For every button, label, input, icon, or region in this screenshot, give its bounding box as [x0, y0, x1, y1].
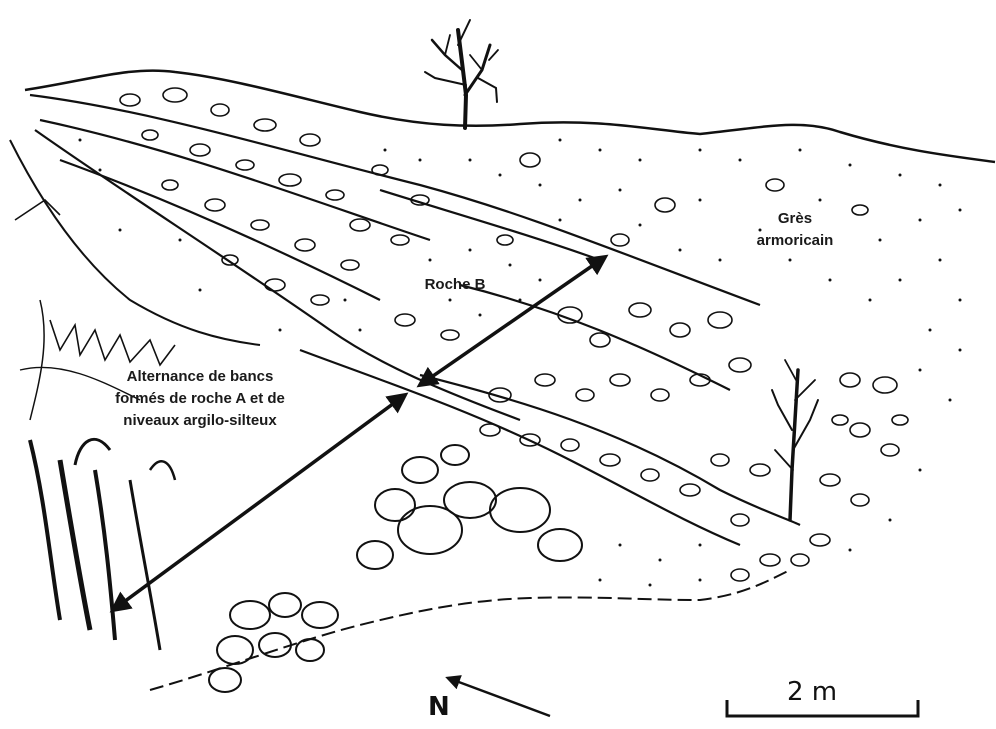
boulders [209, 445, 582, 692]
gres-line-2: armoricain [740, 230, 850, 252]
alternance-line-1: Alternance de bancs [70, 366, 330, 388]
gres-line-1: Grès [740, 208, 850, 230]
ground-line [150, 570, 790, 690]
alternance-line-2: formés de roche A et de [70, 388, 330, 410]
roche-b-label: Roche B [395, 274, 515, 296]
tree-right [772, 360, 818, 520]
tree-top [425, 20, 498, 128]
alternance-label: Alternance de bancs formés de roche A et… [70, 366, 330, 432]
alternance-line-3: niveaux argilo-silteux [70, 410, 330, 432]
north-label: N [428, 692, 450, 722]
scale-label: 2 m [787, 677, 837, 707]
north-arrow-icon [448, 678, 550, 716]
gres-armoricain-label: Grès armoricain [740, 208, 850, 252]
horizon-line [25, 71, 995, 162]
stipple-texture [79, 139, 962, 587]
